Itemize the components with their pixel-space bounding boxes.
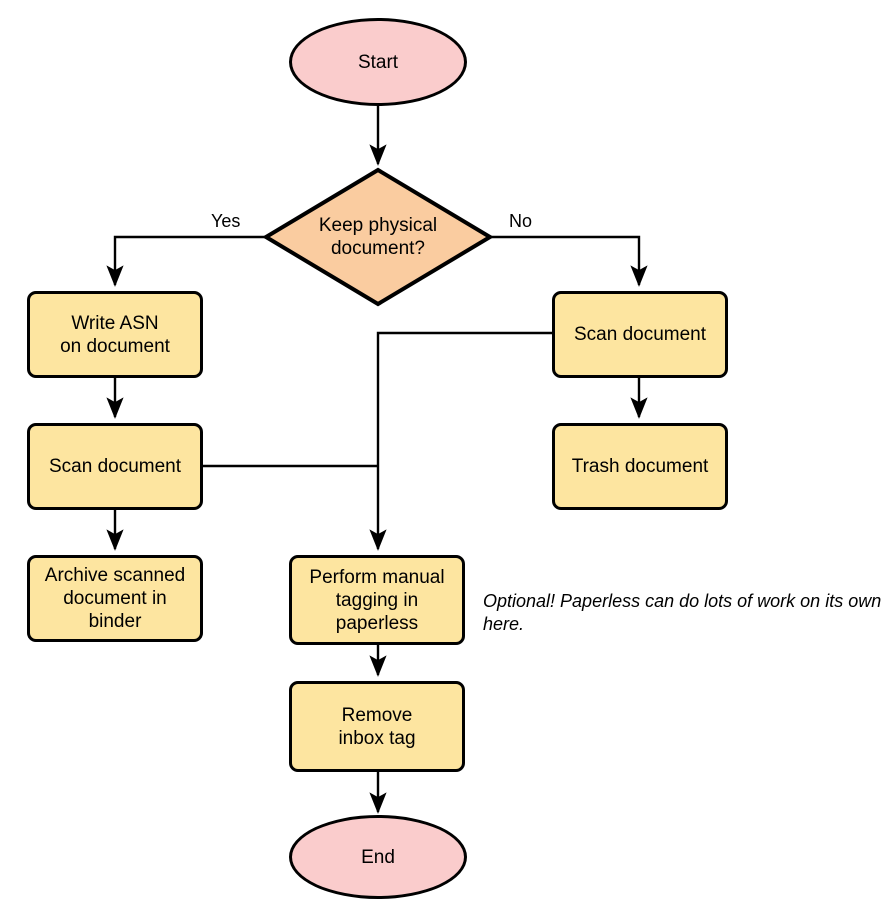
node-scan-document-right[interactable]: Scan document [552,291,728,378]
node-write-asn-on-document[interactable]: Write ASN on document [27,291,203,378]
note-optional-line2: its own here. [483,591,882,634]
node-trash-document[interactable]: Trash document [552,423,728,510]
note-optional-line1: Optional! Paperless can do lots of work … [483,591,821,611]
edge-label-no: No [509,211,533,231]
note-optional-paperless: Optional! Paperless can do lots of work … [483,590,883,636]
node-end[interactable]: End [289,815,467,899]
node-scan-document-left[interactable]: Scan document [27,423,203,510]
edge-no-to-scan-right [490,235,648,287]
node-remove-inbox-tag[interactable]: Remove inbox tag [289,681,465,772]
decision-diamond-shape [262,167,494,307]
node-start-label: Start [357,51,399,73]
node-archive-scanned-document-in-binder[interactable]: Archive scanned document in binder [27,555,203,642]
edge-label-yes: Yes [211,211,241,231]
node-perform-manual-tagging-in-paperless[interactable]: Perform manual tagging in paperless [289,555,465,645]
edge-yes-to-write-asn [106,235,266,287]
edge-scan-right-to-manual-tagging [369,331,552,551]
node-start[interactable]: Start [289,18,467,106]
